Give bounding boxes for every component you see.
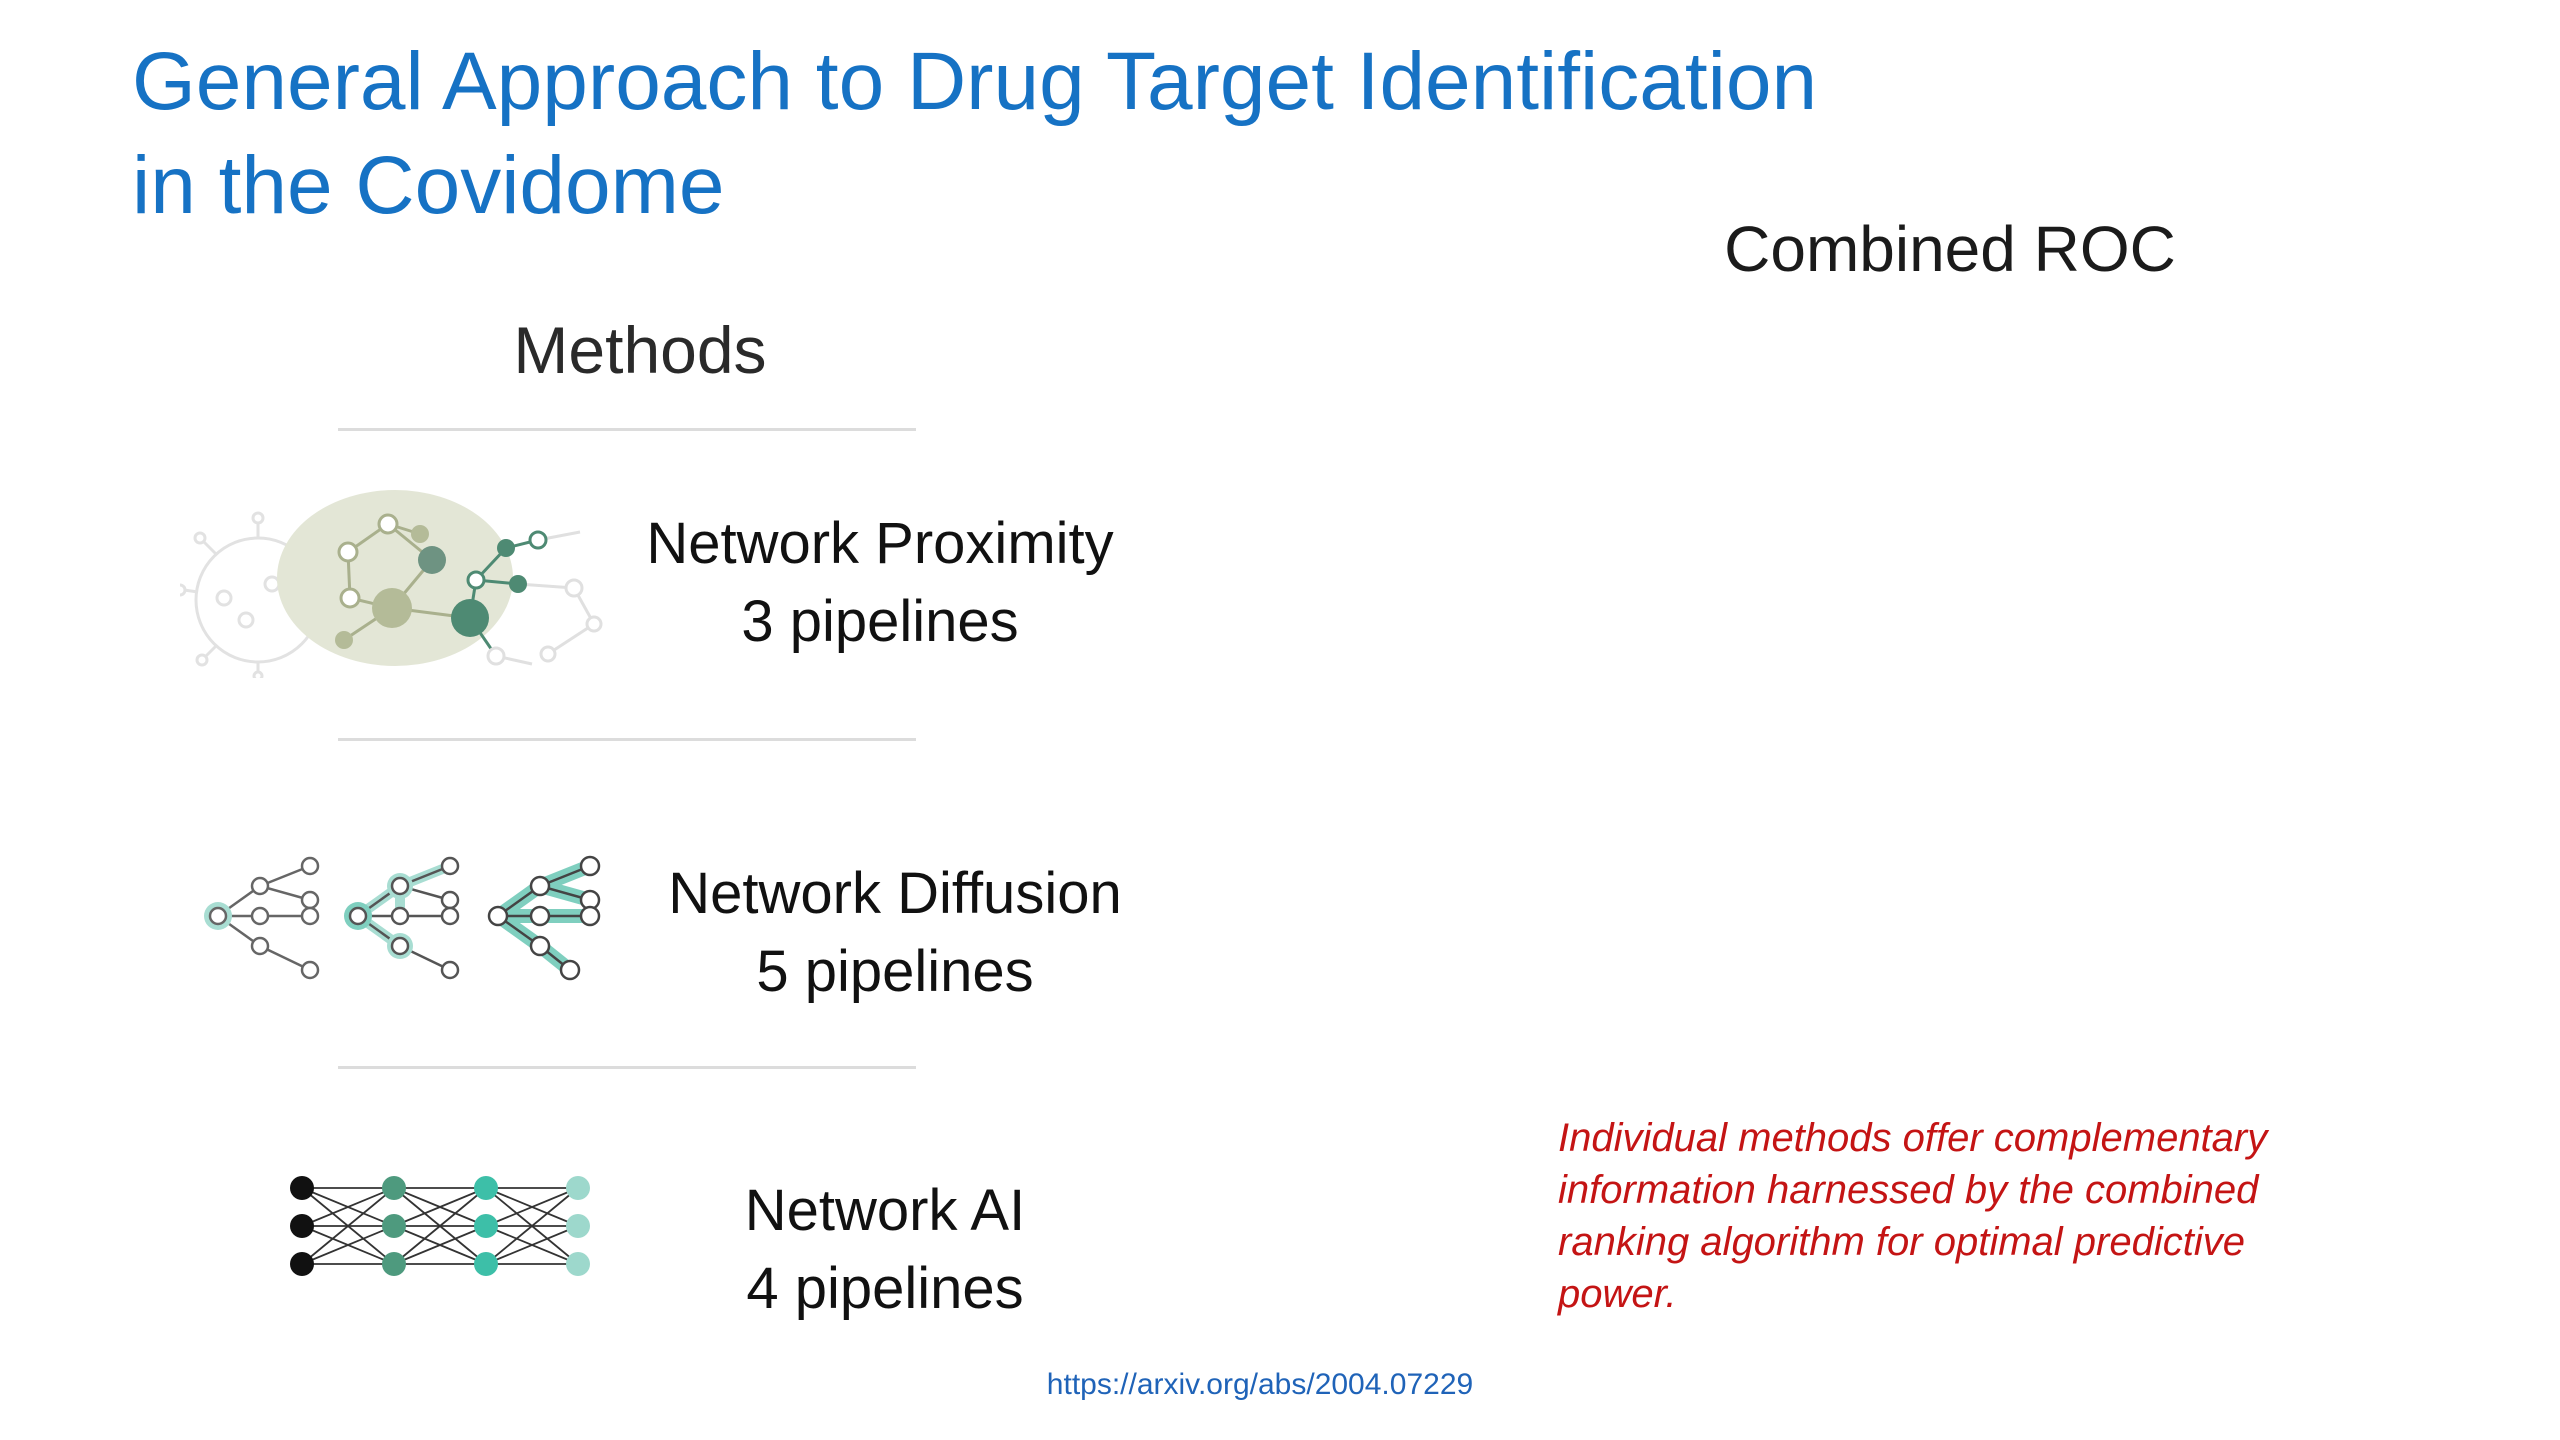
method-proximity: Network Proximity 3 pipelines bbox=[610, 505, 1150, 661]
methods-heading: Methods bbox=[513, 313, 767, 387]
arxiv-link[interactable]: https://arxiv.org/abs/2004.07229 bbox=[1046, 1368, 1474, 1401]
title-line-1: General Approach to Drug Target Identifi… bbox=[132, 36, 1818, 127]
divider-middle bbox=[338, 738, 916, 741]
method-ai: Network AI 4 pipelines bbox=[615, 1172, 1155, 1328]
method-pipelines: 5 pipelines bbox=[756, 939, 1034, 1004]
network-proximity-icon bbox=[173, 488, 620, 683]
method-diffusion: Network Diffusion 5 pipelines bbox=[625, 855, 1165, 1011]
divider-bottom bbox=[338, 1066, 916, 1069]
combined-roc-label: Combined ROC bbox=[1724, 213, 2176, 285]
title-line-2: in the Covidome bbox=[132, 140, 725, 231]
network-diffusion-icon bbox=[198, 850, 618, 1005]
method-name: Network Diffusion bbox=[668, 861, 1122, 926]
complementary-note: Individual methods offer complementary i… bbox=[1558, 1116, 2268, 1316]
divider-top bbox=[338, 428, 916, 431]
method-name: Network AI bbox=[744, 1178, 1026, 1243]
slide-title: General Approach to Drug Target Identifi… bbox=[132, 30, 2032, 238]
method-pipelines: 4 pipelines bbox=[746, 1256, 1024, 1321]
neural-network-icon bbox=[288, 1168, 618, 1283]
method-pipelines: 3 pipelines bbox=[741, 589, 1019, 654]
method-name: Network Proximity bbox=[646, 511, 1114, 576]
